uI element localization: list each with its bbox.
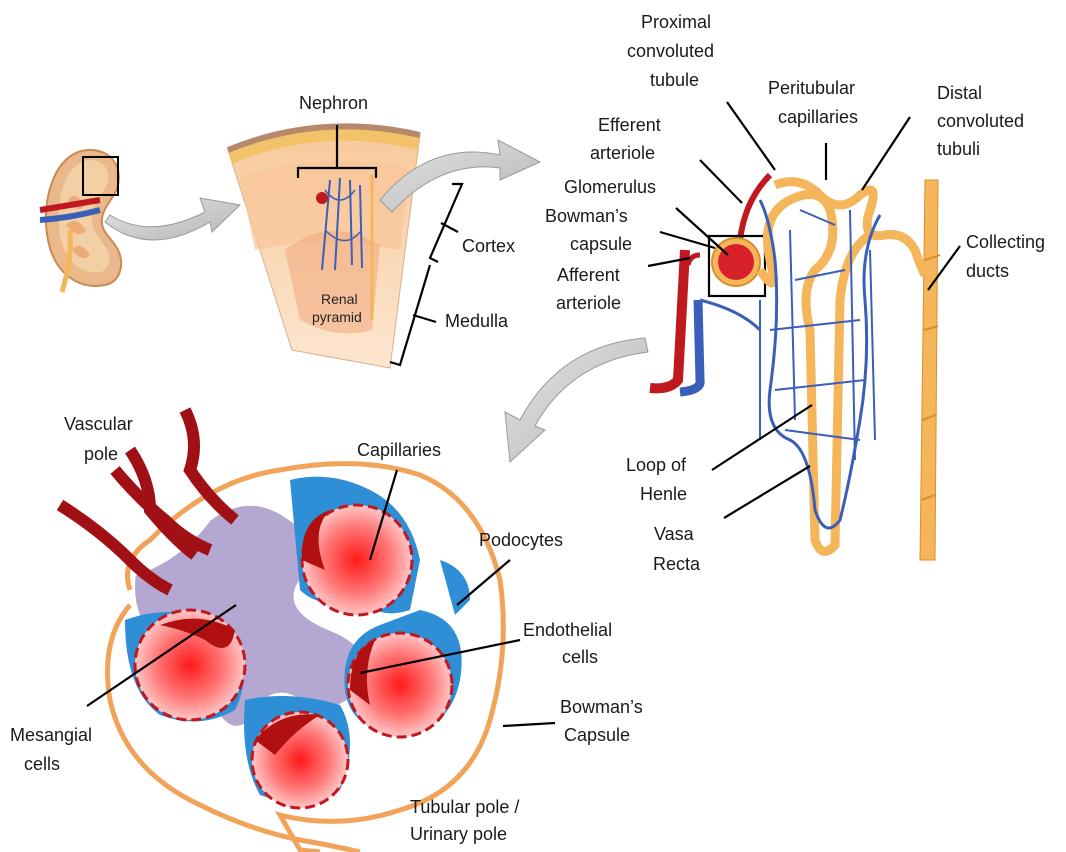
- label-tubular-pole-1: Tubular pole /: [410, 797, 519, 817]
- label-nephron: Nephron: [299, 93, 368, 113]
- label-renal-pyramid-1: Renal: [321, 291, 358, 307]
- label-peritubular-2: capillaries: [778, 107, 858, 127]
- label-endothelial-1: Endothelial: [523, 620, 612, 640]
- label-bowmans-capsule-2: Capsule: [564, 725, 630, 745]
- label-glomerulus: Glomerulus: [564, 177, 656, 197]
- label-endothelial-2: cells: [562, 647, 598, 667]
- label-mesangial-1: Mesangial: [10, 725, 92, 745]
- label-loop-2: Henle: [640, 484, 687, 504]
- label-cortex: Cortex: [462, 236, 515, 256]
- label-pct-1: Proximal: [641, 12, 711, 32]
- label-efferent-1: Efferent: [598, 115, 661, 135]
- label-mesangial-2: cells: [24, 754, 60, 774]
- label-podocytes: Podocytes: [479, 530, 563, 550]
- flow-arrow-3: [505, 338, 648, 462]
- label-vasa-1: Vasa: [654, 524, 695, 544]
- label-afferent-1: Afferent: [557, 265, 620, 285]
- label-renal-pyramid-2: pyramid: [312, 309, 362, 325]
- renal-wedge: [228, 125, 462, 368]
- label-dct-1: Distal: [937, 83, 982, 103]
- label-dct-3: tubuli: [937, 139, 980, 159]
- glomerulus-cross-section: [60, 410, 503, 852]
- label-peritubular-1: Peritubular: [768, 78, 855, 98]
- label-bowmans-1: Bowman’s: [545, 206, 628, 226]
- label-capillaries: Capillaries: [357, 440, 441, 460]
- label-pct-3: tubule: [650, 70, 699, 90]
- nephron-detail: [650, 175, 940, 560]
- label-loop-1: Loop of: [626, 455, 687, 475]
- label-bowmans-capsule-1: Bowman’s: [560, 697, 643, 717]
- label-vascular-pole-2: pole: [84, 444, 118, 464]
- label-collecting-2: ducts: [966, 261, 1009, 281]
- label-vascular-pole-1: Vascular: [64, 414, 133, 434]
- flow-arrow-1: [105, 198, 240, 240]
- label-bowmans-2: capsule: [570, 234, 632, 254]
- label-medulla: Medulla: [445, 311, 509, 331]
- label-vasa-2: Recta: [653, 554, 701, 574]
- label-collecting-1: Collecting: [966, 232, 1045, 252]
- label-dct-2: convoluted: [937, 111, 1024, 131]
- label-tubular-pole-2: Urinary pole: [410, 824, 507, 844]
- label-pct-2: convoluted: [627, 41, 714, 61]
- label-afferent-2: arteriole: [556, 293, 621, 313]
- label-efferent-2: arteriole: [590, 143, 655, 163]
